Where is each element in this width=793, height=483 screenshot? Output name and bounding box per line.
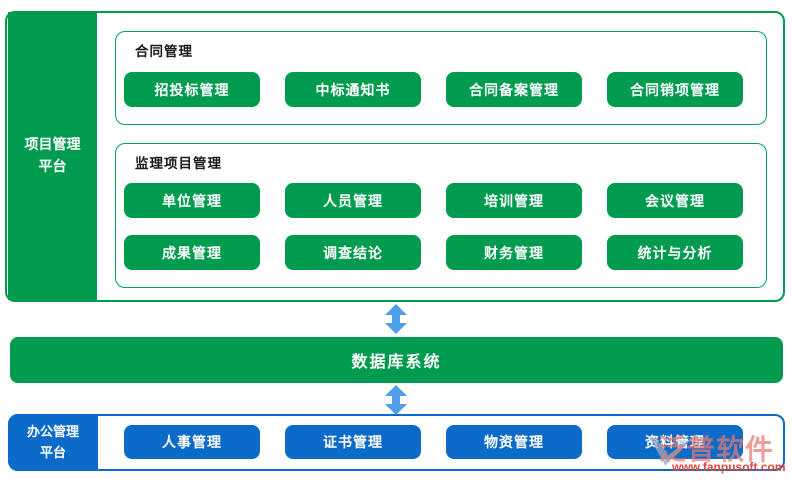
module-button-statistics[interactable]: 统计与分析 bbox=[607, 235, 743, 270]
database-system-bar: 数据库系统 bbox=[10, 337, 783, 383]
contract-management-row: 招投标管理 中标通知书 合同备案管理 合同销项管理 bbox=[124, 72, 743, 107]
supervision-management-group: 监理项目管理 单位管理 人员管理 培训管理 会议管理 成果管理 调查结论 财务管… bbox=[115, 143, 767, 288]
office-platform-label: 办公管理 平台 bbox=[8, 414, 98, 471]
double-arrow-icon bbox=[385, 385, 407, 415]
module-button-contract-output[interactable]: 合同销项管理 bbox=[607, 72, 743, 107]
double-arrow-icon bbox=[385, 304, 407, 334]
supervision-management-title: 监理项目管理 bbox=[135, 156, 222, 171]
module-button-survey-conclusion[interactable]: 调查结论 bbox=[285, 235, 421, 270]
module-button-bidding[interactable]: 招投标管理 bbox=[124, 72, 260, 107]
module-button-documents[interactable]: 资料管理 bbox=[607, 425, 743, 459]
module-button-unit[interactable]: 单位管理 bbox=[124, 183, 260, 218]
office-platform-label-line1: 办公管理 bbox=[26, 424, 79, 440]
supervision-row-2: 成果管理 调查结论 财务管理 统计与分析 bbox=[124, 235, 743, 270]
project-platform-label: 项目管理 平台 bbox=[8, 12, 97, 300]
module-button-training[interactable]: 培训管理 bbox=[446, 183, 582, 218]
module-button-contract-filing[interactable]: 合同备案管理 bbox=[446, 72, 582, 107]
supervision-row-1: 单位管理 人员管理 培训管理 会议管理 bbox=[124, 183, 743, 218]
module-button-certificate[interactable]: 证书管理 bbox=[285, 425, 421, 459]
office-module-row: 人事管理 证书管理 物资管理 资料管理 bbox=[124, 425, 743, 459]
module-button-materials[interactable]: 物资管理 bbox=[446, 425, 582, 459]
module-button-hr[interactable]: 人事管理 bbox=[124, 425, 260, 459]
module-button-results[interactable]: 成果管理 bbox=[124, 235, 260, 270]
office-platform-label-line2: 平台 bbox=[39, 444, 66, 460]
project-platform-label-line2: 平台 bbox=[38, 158, 67, 174]
module-button-meeting[interactable]: 会议管理 bbox=[607, 183, 743, 218]
project-platform-label-line1: 项目管理 bbox=[24, 136, 81, 153]
contract-management-title: 合同管理 bbox=[135, 44, 193, 59]
contract-management-group: 合同管理 招投标管理 中标通知书 合同备案管理 合同销项管理 bbox=[115, 31, 767, 125]
module-button-award-notice[interactable]: 中标通知书 bbox=[285, 72, 421, 107]
module-button-finance[interactable]: 财务管理 bbox=[446, 235, 582, 270]
module-button-personnel[interactable]: 人员管理 bbox=[285, 183, 421, 218]
